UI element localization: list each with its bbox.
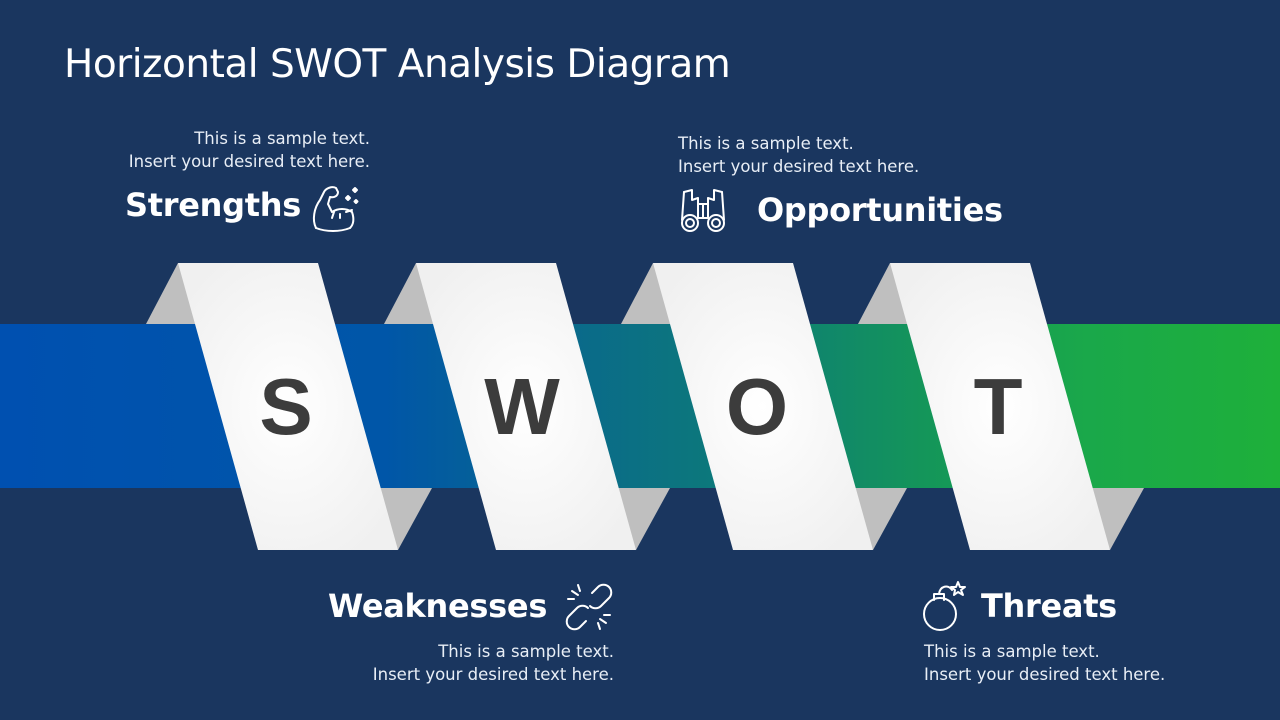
ribbon-t: T <box>858 263 1144 550</box>
threats-heading: Threats <box>981 587 1117 625</box>
strengths-line-2: Insert your desired text here. <box>128 152 370 171</box>
broken-link-icon <box>564 583 614 631</box>
ribbon-panel-o <box>653 263 873 550</box>
swot-band <box>0 324 1280 488</box>
binoculars-icon <box>678 184 728 234</box>
ribbon-panel-t <box>890 263 1110 550</box>
strengths-line-1: This is a sample text. <box>194 129 370 148</box>
opportunities-description: This is a sample text. Insert your desir… <box>678 132 919 178</box>
strengths-description: This is a sample text. Insert your desir… <box>129 127 370 173</box>
threats-line-2: Insert your desired text here. <box>924 665 1166 684</box>
letter-o: O <box>726 362 788 451</box>
strengths-heading: Strengths <box>125 186 301 224</box>
slide-title: Horizontal SWOT Analysis Diagram <box>64 42 731 87</box>
letter-t: T <box>974 362 1023 451</box>
weaknesses-line-1: This is a sample text. <box>438 642 614 661</box>
flexed-bicep-icon <box>310 182 364 234</box>
letter-w: W <box>484 362 560 451</box>
ribbon-panel-w <box>416 263 636 550</box>
weaknesses-heading: Weaknesses <box>328 587 548 625</box>
threats-line-1: This is a sample text. <box>924 642 1100 661</box>
bomb-icon <box>920 580 968 632</box>
opportunities-line-1: This is a sample text. <box>678 134 854 153</box>
ribbon-w: W <box>384 263 670 550</box>
threats-description: This is a sample text. Insert your desir… <box>924 640 1165 686</box>
opportunities-heading: Opportunities <box>757 191 1003 229</box>
letter-s: S <box>259 362 312 451</box>
ribbon-o: O <box>621 263 907 550</box>
weaknesses-line-2: Insert your desired text here. <box>372 665 614 684</box>
ribbon-panel-s <box>178 263 398 550</box>
opportunities-line-2: Insert your desired text here. <box>678 157 920 176</box>
weaknesses-description: This is a sample text. Insert your desir… <box>373 640 614 686</box>
ribbon-s: S <box>146 263 432 550</box>
